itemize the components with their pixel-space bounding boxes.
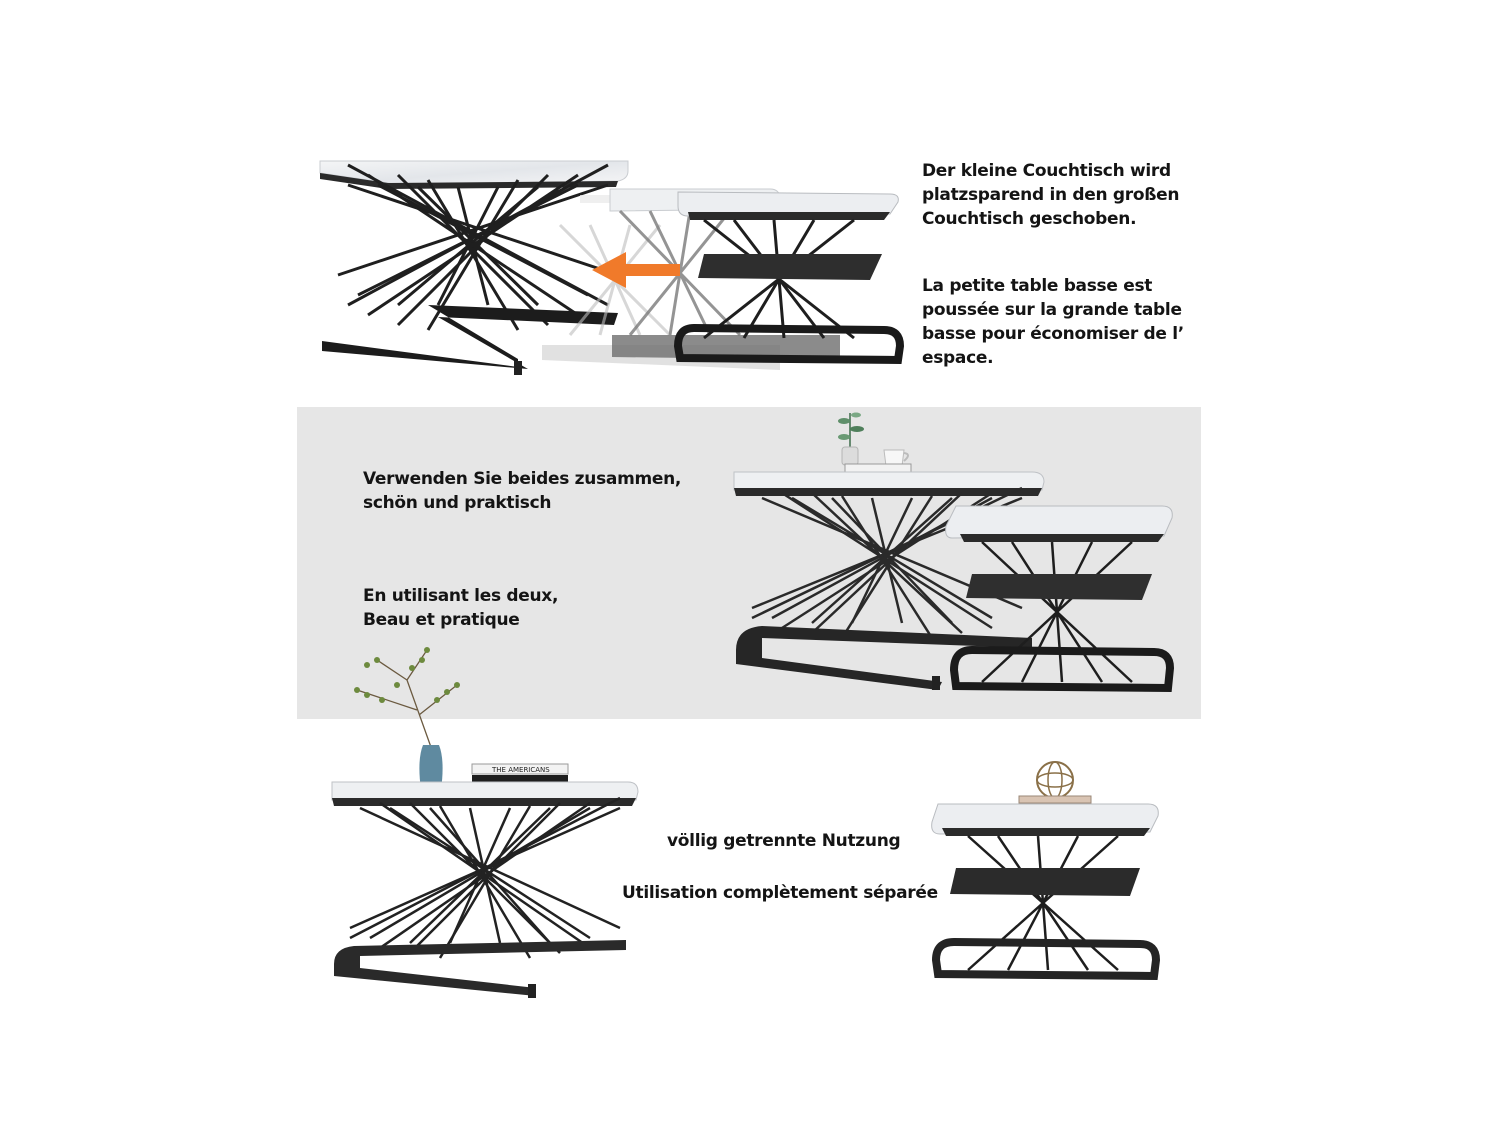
middle-text-german: Verwenden Sie beides zusammen, schön und… [363, 467, 681, 515]
top-de-line-1: Der kleine Couchtisch wird [922, 161, 1171, 181]
top-de-line-3: Couchtisch geschoben. [922, 209, 1137, 229]
large-table-illustration [319, 160, 629, 375]
separate-small-table-illustration [931, 803, 1161, 981]
middle-fr-line-2: Beau et pratique [363, 610, 520, 630]
top-fr-line-2: poussée sur la grande table [922, 300, 1182, 320]
top-text-german: Der kleine Couchtisch wird platzsparend … [922, 159, 1180, 231]
middle-text-french: En utilisant les deux, Beau et pratique [363, 584, 558, 632]
middle-de-line-2: schön und praktisch [363, 493, 552, 513]
book-label: THE AMERICANS [491, 766, 550, 774]
slide-direction-arrow-icon [592, 252, 680, 288]
top-de-line-2: platzsparend in den großen [922, 185, 1180, 205]
middle-fr-line-1: En utilisant les deux, [363, 586, 559, 606]
nested-large-table-illustration [733, 471, 1045, 690]
branch-vase-icon [354, 647, 460, 790]
small-table-illustration [673, 191, 905, 365]
top-fr-line-1: La petite table basse est [922, 276, 1153, 296]
top-fr-line-4: espace. [922, 348, 994, 368]
middle-section-background [297, 407, 1201, 719]
bottom-text-german: völlig getrennte Nutzung [667, 831, 901, 851]
top-text-french: La petite table basse est poussée sur la… [922, 274, 1184, 370]
bottom-text-french: Utilisation complètement séparée [622, 883, 938, 903]
nested-small-table-illustration [945, 505, 1175, 693]
plant-icon [838, 412, 864, 466]
book-stack-icon: THE AMERICANS [471, 763, 569, 786]
separate-large-table-illustration [331, 781, 639, 998]
middle-de-line-1: Verwenden Sie beides zusammen, [363, 469, 682, 489]
top-fr-line-3: basse pour économiser de l’ [922, 324, 1184, 344]
